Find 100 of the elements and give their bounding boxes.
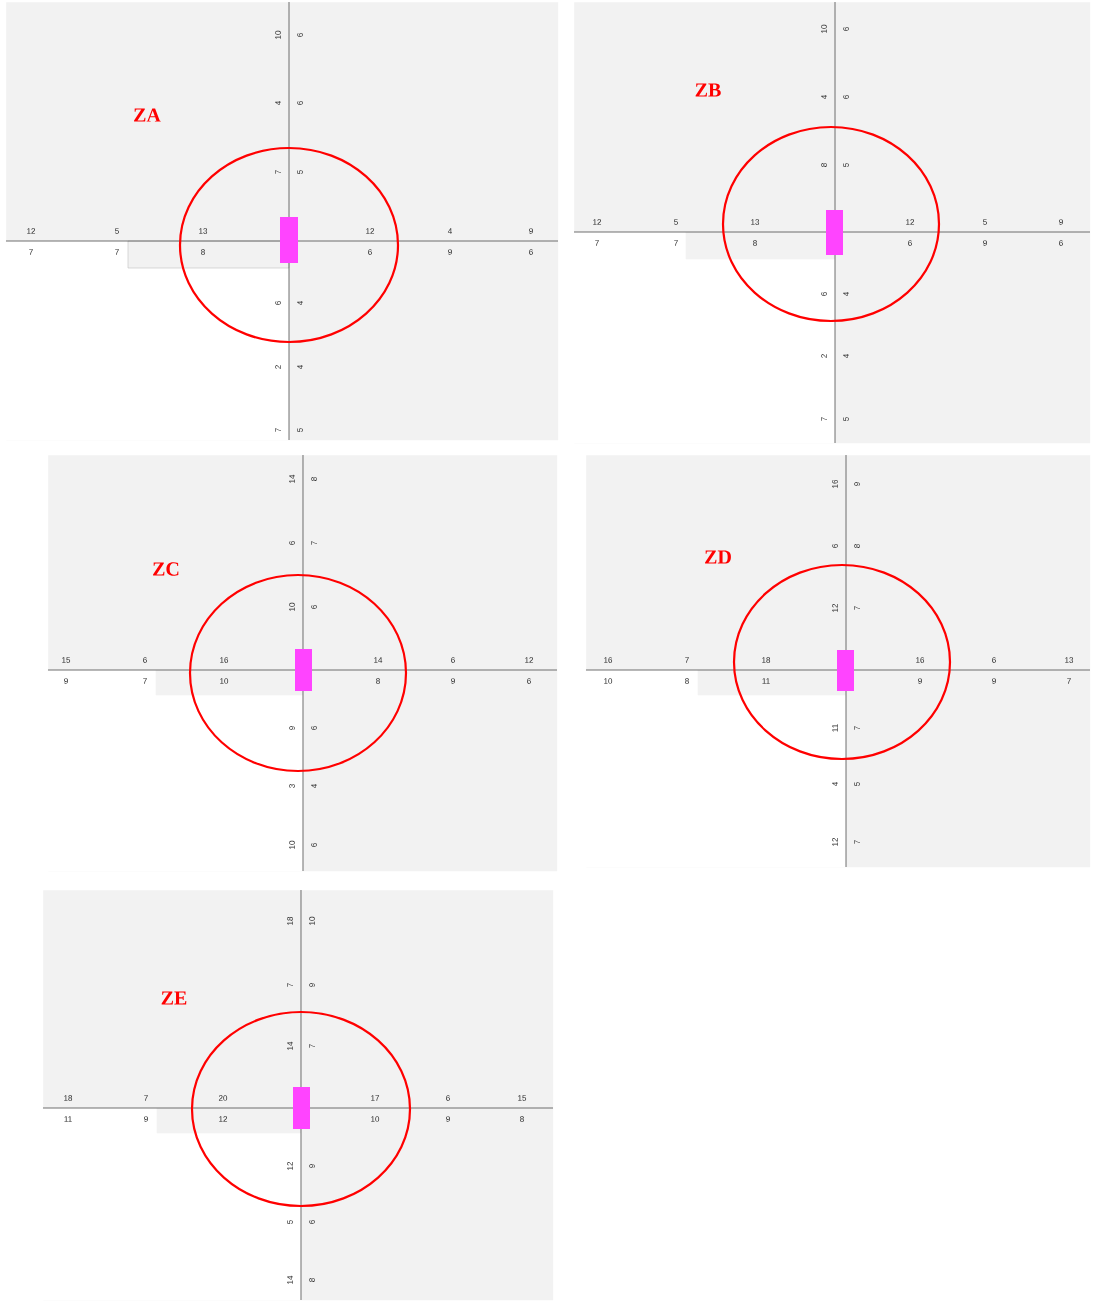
axis-value: 4	[297, 301, 303, 306]
axis-value: 9	[446, 1116, 450, 1122]
axis-value: 16	[916, 657, 925, 663]
axis-value: 9	[144, 1116, 148, 1122]
axis-value: 6	[992, 657, 996, 663]
axis-value: 6	[311, 726, 317, 730]
axis-value: 7	[1067, 678, 1071, 684]
axis-value: 5	[297, 428, 303, 432]
axis-value: 12	[906, 219, 915, 225]
axis-value: 18	[287, 916, 293, 925]
axis-value: 5	[843, 163, 849, 167]
axis-value: 13	[1065, 657, 1074, 663]
axis-value: 7	[311, 541, 317, 545]
axis-value: 10	[821, 24, 827, 33]
axis-value: 8	[201, 249, 205, 255]
axis-value: 6	[843, 27, 849, 31]
axis-value: 10	[289, 602, 295, 611]
axis-value: 7	[275, 170, 281, 174]
axis-value: 6	[451, 657, 455, 663]
axis-value: 7	[287, 983, 293, 987]
axis-value: 6	[843, 95, 849, 99]
axis-value: 6	[527, 678, 531, 684]
axis-value: 9	[309, 1164, 315, 1168]
axis-value: 12	[832, 603, 838, 612]
axis-value: 8	[311, 477, 317, 481]
axis-value: 6	[143, 657, 147, 663]
axis-value: 18	[762, 657, 771, 663]
axis-value: 5	[843, 417, 849, 421]
axis-value: 5	[297, 170, 303, 174]
axis-value: 7	[854, 726, 860, 730]
axis-value: 5	[287, 1220, 293, 1224]
axis-value: 9	[529, 228, 533, 234]
axis-value: 12	[593, 219, 602, 225]
axis-value: 10	[309, 916, 315, 925]
axis-value: 7	[685, 657, 689, 663]
axis-value: 16	[832, 479, 838, 488]
axis-value: 13	[751, 219, 760, 225]
axis-value: 9	[992, 678, 996, 684]
axis-value: 8	[753, 240, 757, 246]
axis-value: 9	[1059, 219, 1063, 225]
axis-value: 6	[1059, 240, 1063, 246]
axis-value: 4	[821, 95, 827, 100]
axis-value: 4	[832, 782, 838, 787]
axis-value: 10	[604, 678, 613, 684]
axis-value: 9	[64, 678, 68, 684]
axis-value: 4	[311, 784, 317, 789]
axis-value: 8	[821, 163, 827, 167]
axis-value: 6	[309, 1220, 315, 1224]
axis-value: 17	[371, 1095, 380, 1101]
axis-value: 14	[289, 474, 295, 483]
axis-value: 7	[275, 428, 281, 432]
axis-value: 9	[983, 240, 987, 246]
axis-value: 14	[287, 1041, 293, 1050]
axis-value: 4	[843, 292, 849, 297]
axis-value: 5	[674, 219, 678, 225]
axis-value: 4	[297, 365, 303, 370]
axis-value: 14	[287, 1275, 293, 1284]
axis-value: 5	[115, 228, 119, 234]
axis-value: 7	[29, 249, 33, 255]
axis-value: 7	[309, 1044, 315, 1048]
axis-value: 6	[908, 240, 912, 246]
axis-value: 10	[371, 1116, 380, 1122]
axis-value: 10	[275, 30, 281, 39]
axis-value: 12	[287, 1161, 293, 1170]
axis-value: 18	[64, 1095, 73, 1101]
axis-value: 6	[311, 605, 317, 609]
axis-value: 8	[309, 1278, 315, 1282]
axis-value: 12	[27, 228, 36, 234]
axis-value: 8	[685, 678, 689, 684]
axis-value: 11	[64, 1116, 72, 1122]
axis-value: 9	[289, 726, 295, 730]
axis-value: 6	[821, 292, 827, 296]
axis-value: 9	[918, 678, 922, 684]
axis-value: 12	[525, 657, 534, 663]
axis-value: 9	[451, 678, 455, 684]
axis-value: 8	[520, 1116, 524, 1122]
axis-value: 6	[832, 544, 838, 548]
axis-value: 6	[446, 1095, 450, 1101]
axis-value: 4	[843, 354, 849, 359]
axis-value: 9	[448, 249, 452, 255]
axis-value: 14	[374, 657, 383, 663]
axis-value: 13	[199, 228, 208, 234]
axis-value: 15	[62, 657, 71, 663]
axis-value: 8	[854, 544, 860, 548]
axis-value: 12	[832, 837, 838, 846]
axis-value: 4	[275, 101, 281, 106]
axis-value: 4	[447, 228, 452, 234]
axis-value: 7	[821, 417, 827, 421]
axis-value: 11	[832, 724, 838, 732]
axis-value: 16	[604, 657, 613, 663]
axis-value: 7	[115, 249, 119, 255]
axis-value: 7	[854, 840, 860, 844]
axis-value: 6	[529, 249, 533, 255]
axis-value: 2	[275, 365, 281, 369]
axis-value: 7	[854, 606, 860, 610]
axis-value: 9	[309, 983, 315, 987]
axis-value: 6	[275, 301, 281, 305]
axis-value: 9	[854, 482, 860, 486]
axis-value: 20	[218, 1095, 228, 1101]
axis-value: 5	[854, 782, 860, 786]
